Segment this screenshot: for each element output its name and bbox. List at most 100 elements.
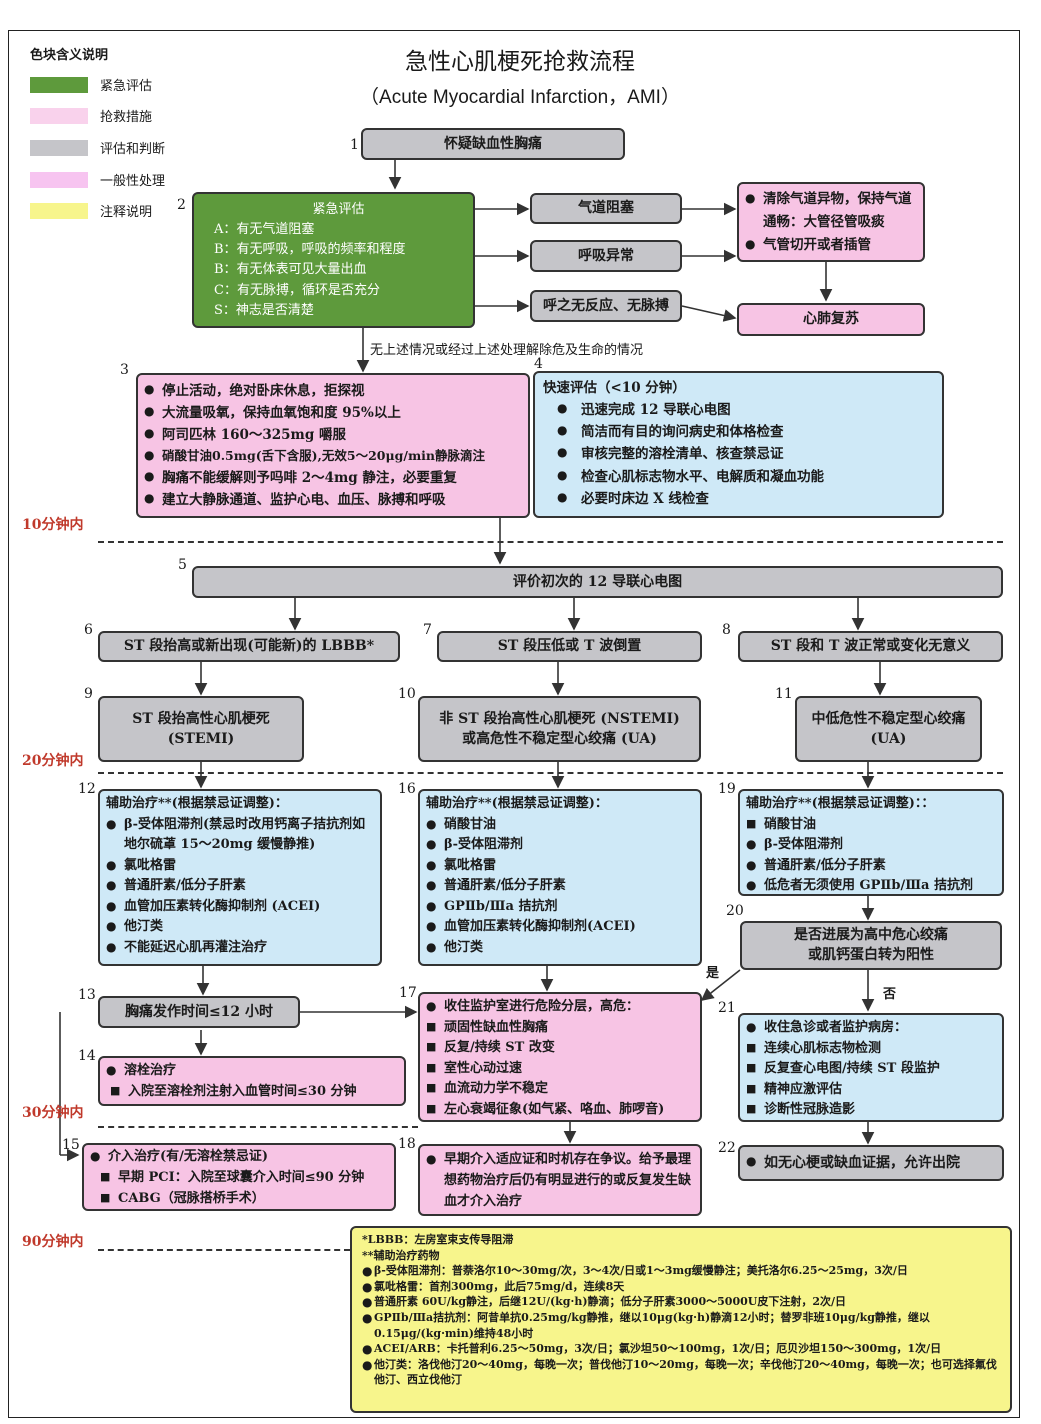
node-cpr: 心肺复苏 <box>737 303 925 336</box>
legend-item-assess: 评估和判断 <box>30 138 165 157</box>
admit-item: 反复查心电图/持续 ST 段监护 <box>746 1059 996 1080</box>
node-st-depression: ST 段压低或 T 波倒置 <box>437 631 702 662</box>
urgent-heading: 紧急评估 <box>312 202 365 217</box>
node-number: 16 <box>398 781 416 797</box>
page-title: 急性心肌梗死抢救流程 <box>405 49 635 75</box>
adjuvant-item: β-受体阻滞剂 <box>746 835 996 856</box>
adjuvant-item: β-受体阻滞剂 <box>426 835 694 856</box>
legend-swatch <box>30 107 88 124</box>
node-adjuvant-stemi: 辅助治疗**(根据禁忌证调整)： β-受体阻滞剂(禁忌时改用钙离子拮抗剂如地尔硫… <box>98 789 382 966</box>
measure-item: 硝酸甘油0.5mg(舌下含服),无效5～20μg/min静脉滴注 <box>144 446 522 467</box>
rapid-item: 简洁而有目的询问病史和体格检查 <box>557 421 934 443</box>
divider-10min <box>98 541 1003 543</box>
adjuvant-item: 氯吡格雷 <box>106 856 374 877</box>
note-item: ACEI/ARB：卡托普利6.25～50mg，3次/日；氯沙坦50～100mg，… <box>362 1341 1000 1358</box>
measure-item: 大流量吸氧，保持血氧饱和度 95%以上 <box>144 402 522 424</box>
time-mark-30min: 30分钟内 <box>22 1105 84 1121</box>
node-intervention: 介入治疗(有/无溶栓禁忌证) 早期 PCI：入院至球囊介入时间≤90 分钟 CA… <box>82 1143 396 1211</box>
urgent-line: S：神志是否清楚 <box>214 302 314 318</box>
node-suspected-chest-pain: 怀疑缺血性胸痛 <box>361 128 625 160</box>
node-number: 8 <box>722 622 731 638</box>
note-item: 他汀类：洛伐他汀20～40mg，每晚一次；普伐他汀10～20mg，每晚一次；辛伐… <box>362 1357 1000 1388</box>
node-breathing-abnormal: 呼吸异常 <box>530 240 682 272</box>
node-clear-airway: 清除气道异物，保持气道通畅：大管径管吸痰 气管切开或者插管 <box>737 182 925 262</box>
legend-item-urgent: 紧急评估 <box>30 75 152 94</box>
note-item: 普通肝素 60U/kg静注，后继12U/(kg·h)静滴；低分子肝素3000～5… <box>362 1294 1000 1311</box>
node-number: 4 <box>534 356 543 372</box>
node-number: 9 <box>84 686 93 702</box>
rapid-item: 迅速完成 12 导联心电图 <box>557 399 934 421</box>
legend-item-general: 一般性处理 <box>30 170 165 189</box>
node-adjuvant-ua: 辅助治疗**(根据禁忌证调整)：： 硝酸甘油 β-受体阻滞剂 普通肝素/低分子肝… <box>738 789 1004 896</box>
ua-line: (UA) <box>870 731 907 747</box>
measure-item: 胸痛不能缓解则予吗啡 2～4mg 静注，必要重复 <box>144 467 522 489</box>
adjuvant-item: 血管加压素转化酶抑制剂(ACEI) <box>426 917 694 938</box>
note-item: β-受体阻滞剂：普萘洛尔10～30mg/次，3～4次/日或1～3mg缓慢静注；美… <box>362 1263 1000 1280</box>
intervention-item: 介入治疗(有/无溶栓禁忌证) <box>90 1147 388 1168</box>
icu-item: 收住监护室进行危险分层，高危： <box>426 997 694 1018</box>
divider-90min <box>98 1249 350 1251</box>
node-number: 10 <box>398 686 416 702</box>
node-number: 20 <box>726 903 744 919</box>
legend-swatch <box>30 76 88 93</box>
node-number: 17 <box>399 985 417 1001</box>
page-subtitle: （Acute Myocardial Infarction，AMI） <box>360 87 680 108</box>
node-st-elevation: ST 段抬高或新出现(可能新)的 LBBB* <box>98 631 400 662</box>
note-line: **辅助治疗药物 <box>362 1248 440 1262</box>
intervention-item: CABG（冠脉搭桥手术） <box>100 1189 388 1210</box>
nstemi-line: 非 ST 段抬高性心肌梗死 (NSTEMI) <box>439 710 680 727</box>
node-discharge: 如无心梗或缺血证据，允许出院 <box>738 1145 1004 1181</box>
legend-item-notes: 注释说明 <box>30 201 152 220</box>
adjuvant-heading: 辅助治疗**(根据禁忌证调整)： <box>106 796 288 811</box>
rapid-item: 审核完整的溶栓清单、核查禁忌证 <box>557 443 934 465</box>
node-st-normal: ST 段和 T 波正常或变化无意义 <box>738 631 1003 662</box>
adjuvant-item: GPⅡb/Ⅲa 拮抗剂 <box>426 897 694 918</box>
note-item: GPⅡb/Ⅲa拮抗剂：阿昔单抗0.25mg/kg静推，继以10μg(kg·h)静… <box>362 1310 1000 1341</box>
node-number: 18 <box>398 1136 416 1152</box>
legend-swatch <box>30 202 88 219</box>
node-ua: 中低危性不稳定型心绞痛 (UA) <box>795 696 982 762</box>
legend-swatch <box>30 171 88 188</box>
adjuvant-item: 他汀类 <box>106 917 374 938</box>
nstemi-line: 或高危性不稳定型心绞痛 (UA) <box>462 731 657 747</box>
node-number: 15 <box>62 1137 80 1153</box>
adjuvant-item: 硝酸甘油 <box>746 815 996 836</box>
note-line: *LBBB：左房室束支传导阻滞 <box>362 1233 514 1246</box>
discharge-text: 如无心梗或缺血证据，允许出院 <box>746 1153 960 1173</box>
rapid-item: 必要时床边 X 线检查 <box>557 488 934 510</box>
page-frame <box>8 30 1020 1418</box>
icu-item: 顽固性缺血性胸痛 <box>426 1018 694 1039</box>
early-intervention-text: 早期介入适应证和时机存在争议。给予最理想药物治疗后仍有明显进行的或反复发生缺血才… <box>426 1150 694 1212</box>
node-nstemi: 非 ST 段抬高性心肌梗死 (NSTEMI) 或高危性不稳定型心绞痛 (UA) <box>418 696 701 762</box>
node-stemi: ST 段抬高性心肌梗死 (STEMI) <box>98 696 304 762</box>
adjuvant-item: 低危者无须使用 GPⅡb/Ⅲa 拮抗剂 <box>746 876 996 897</box>
node-initial-measures: 停止活动，绝对卧床休息，拒探视 大流量吸氧，保持血氧饱和度 95%以上 阿司匹林… <box>136 373 530 518</box>
divider-30min <box>98 1126 418 1128</box>
node-rapid-assessment: 快速评估（<10 分钟） 迅速完成 12 导联心电图 简洁而有目的询问病史和体格… <box>533 371 944 518</box>
node-number: 7 <box>423 622 432 638</box>
node-early-intervention: 早期介入适应证和时机存在争议。给予最理想药物治疗后仍有明显进行的或反复发生缺血才… <box>418 1144 702 1216</box>
admit-item: 连续心肌标志物检测 <box>746 1039 996 1060</box>
adjuvant-item: 氯吡格雷 <box>426 856 694 877</box>
adjuvant-item: 不能延迟心肌再灌注治疗 <box>106 938 374 959</box>
thrombolysis-item: 入院至溶栓剂注射入血管时间≤30 分钟 <box>110 1082 398 1103</box>
node-number: 13 <box>78 987 96 1003</box>
urgent-line: A：有无气道阻塞 <box>214 222 315 238</box>
thrombolysis-item: 溶栓治疗 <box>106 1061 398 1082</box>
time-mark-90min: 90分钟内 <box>22 1234 84 1250</box>
admit-item: 收住急诊或者监护病房： <box>746 1018 996 1039</box>
adjuvant-item: 血管加压素转化酶抑制剂 (ACEI) <box>106 897 374 918</box>
stemi-line: ST 段抬高性心肌梗死 <box>132 710 270 727</box>
adjuvant-heading: 辅助治疗**(根据禁忌证调整)：： <box>746 796 935 811</box>
node-airway-obstruction: 气道阻塞 <box>530 193 682 224</box>
node-number: 22 <box>718 1140 736 1156</box>
time-mark-10min: 10分钟内 <box>22 517 84 533</box>
urgent-line: B：有无呼吸，呼吸的频率和程度 <box>214 242 406 258</box>
adjuvant-item: 硝酸甘油 <box>426 815 694 836</box>
adjuvant-item: 普通肝素/低分子肝素 <box>106 876 374 897</box>
urgent-line: C：有无脉搏，循环是否充分 <box>214 282 380 298</box>
clear-airway-item: 气管切开或者插管 <box>745 234 917 257</box>
icu-item: 血流动力学不稳定 <box>426 1079 694 1100</box>
legend-item-rescue: 抢救措施 <box>30 106 152 125</box>
node-unresponsive-no-pulse: 呼之无反应、无脉搏 <box>530 290 682 322</box>
